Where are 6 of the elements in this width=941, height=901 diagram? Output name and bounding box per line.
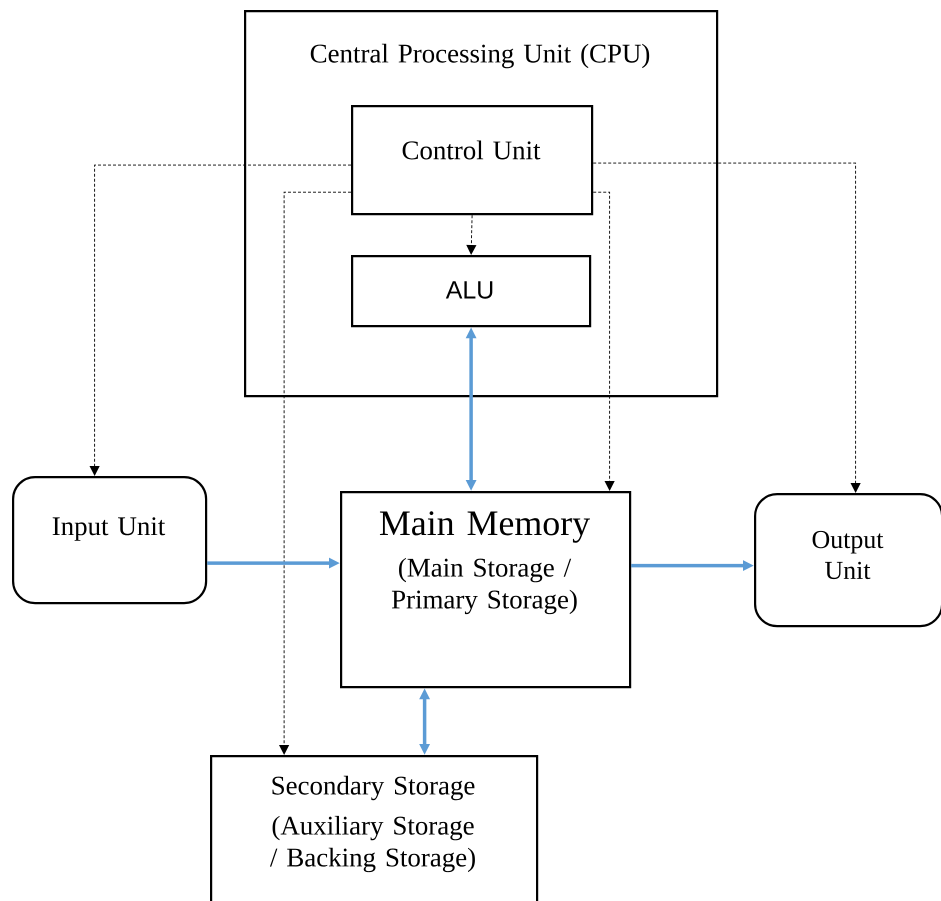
secondary-storage-box: Secondary Storage (Auxiliary Storage / Backing Storage) [210,755,538,901]
output-unit-box: Output Unit [754,493,941,628]
main-memory-box: Main Memory (Main Storage / Primary Storage) [340,491,632,688]
control-unit-box: Control Unit [351,105,594,216]
alu-box: ALU [351,255,592,328]
input-unit-box: Input Unit [12,476,208,604]
